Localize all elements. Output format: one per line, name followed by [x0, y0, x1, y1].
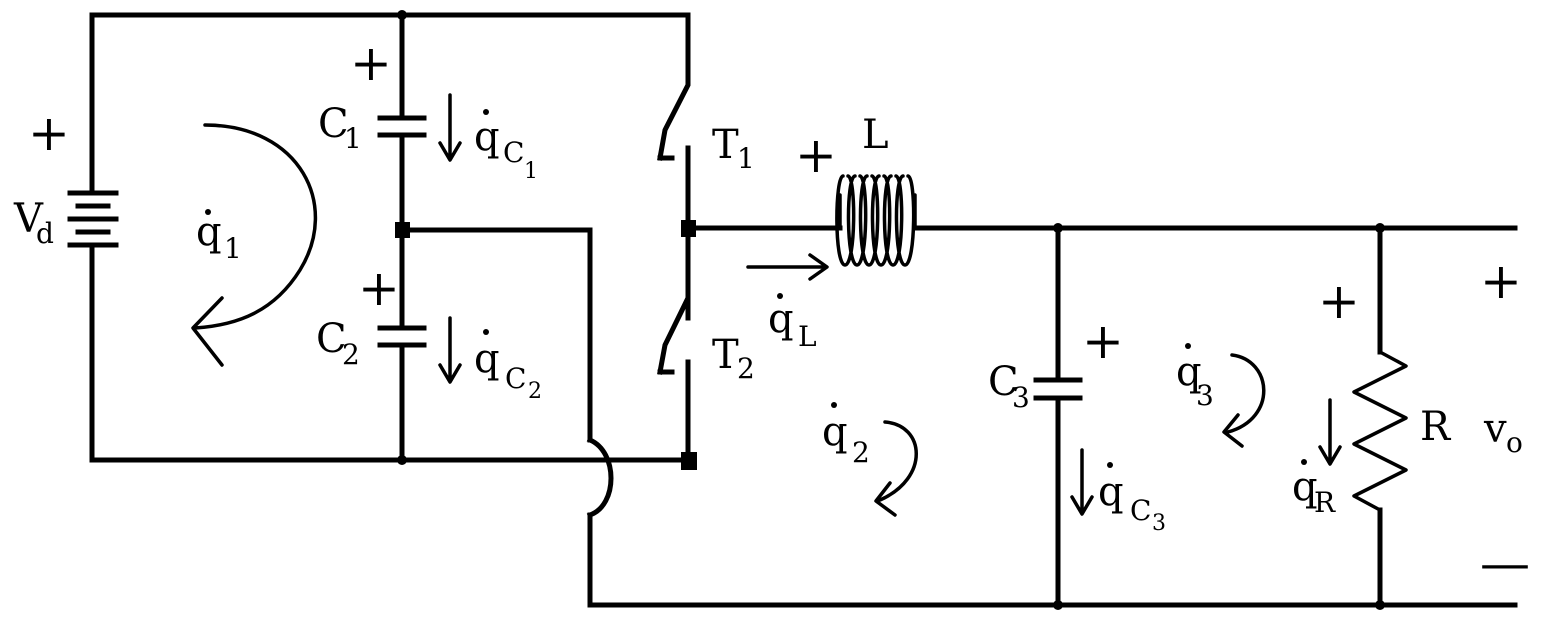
loop-q2-arrowhead	[874, 481, 897, 517]
wire-midpoint	[399, 227, 593, 443]
dot-accent	[777, 293, 783, 299]
capacitor-c1: + C 1 q C 1	[318, 34, 538, 184]
node-dot	[1375, 223, 1385, 233]
capacitor-plates	[377, 325, 427, 348]
c3-current-sub: C	[1130, 494, 1151, 527]
c3-plus-sign: +	[1082, 312, 1124, 370]
output-plus-sign: +	[1480, 252, 1522, 310]
resistor-plus-sign: +	[1318, 272, 1360, 330]
resistor-current-sub: R	[1314, 486, 1336, 519]
resistor-r: R + q R	[1292, 272, 1452, 519]
loop-q2-label: q	[822, 409, 848, 455]
capacitor-plates	[1033, 377, 1083, 401]
inductor-label: L	[862, 112, 889, 158]
dot-accent	[483, 329, 489, 335]
switch-t2-blade	[657, 233, 691, 375]
t1-label: T	[712, 122, 739, 168]
output-minus-sign: —	[1480, 534, 1530, 592]
voltage-source: + V d	[13, 104, 119, 250]
c1-plus-sign: +	[350, 34, 392, 92]
nodes	[395, 10, 1385, 610]
loop-q1-sub: 1	[224, 232, 242, 265]
inductor-plus-sign: +	[795, 126, 837, 184]
switch-t1-blade	[657, 42, 691, 161]
source-label: V	[13, 196, 44, 242]
c2-current-subsub: 2	[528, 379, 542, 404]
inductor-current-arrow	[746, 253, 829, 281]
resistor-current-arrow	[1318, 398, 1342, 466]
t2-label: T	[712, 332, 739, 378]
resistor-zigzag	[1352, 350, 1408, 512]
node-dot	[397, 10, 407, 20]
loop-q3-sub: 3	[1196, 379, 1214, 412]
c1-current-subsub: 1	[524, 159, 538, 184]
capacitor-c3: + C 3 q C 3	[988, 312, 1166, 536]
resistor-label: R	[1420, 404, 1452, 450]
battery-plates	[67, 190, 119, 248]
c3-label: C	[988, 359, 1019, 405]
t2-label-sub: 2	[737, 352, 755, 385]
loop-q2: q 2	[822, 402, 918, 517]
capacitor-plates	[377, 115, 427, 138]
loop-q1: q 1	[191, 123, 318, 367]
wires	[89, 12, 1518, 608]
c1-current-label: q	[474, 114, 500, 160]
dot-accent	[1185, 343, 1191, 349]
c3-current-label: q	[1098, 469, 1124, 515]
dot-accent	[1107, 462, 1113, 468]
loop-q3-arrowhead	[1222, 413, 1244, 448]
loop-q3: q 3	[1176, 343, 1266, 448]
wire-top-left	[89, 12, 691, 48]
loop-q2-arrow	[878, 420, 918, 502]
node-square	[681, 452, 697, 470]
capacitor-c2: + C 2 q C 2	[316, 259, 542, 404]
loop-q3-label: q	[1176, 349, 1202, 395]
c3-current-subsub: 3	[1152, 511, 1166, 536]
wire-crossover-hop	[586, 436, 614, 519]
source-label-sub: d	[36, 217, 54, 250]
node-dot	[1375, 600, 1385, 610]
node-square	[395, 222, 410, 238]
wire-bottom-return	[587, 512, 1518, 608]
resistor-current-label: q	[1292, 464, 1318, 510]
loop-q2-sub: 2	[852, 436, 870, 469]
c1-current-arrow	[438, 93, 462, 162]
node-dot	[1053, 223, 1063, 233]
output-label: v	[1483, 406, 1507, 452]
t1-label-sub: 1	[737, 142, 755, 175]
loop-q1-arrow	[193, 123, 318, 330]
loop-q1-arrowhead	[191, 296, 224, 367]
inductor-coil	[835, 174, 917, 267]
c2-current-arrow	[438, 316, 462, 384]
c2-label: C	[316, 316, 347, 362]
inductor-current-label: q	[768, 296, 794, 342]
c2-label-sub: 2	[342, 338, 360, 371]
node-dot	[1053, 600, 1063, 610]
dot-accent	[205, 209, 211, 215]
switch-t1: T 1	[657, 42, 755, 175]
node-dot	[397, 455, 407, 465]
c3-label-sub: 3	[1012, 381, 1030, 414]
c1-label: C	[318, 101, 349, 147]
c2-plus-sign: +	[358, 259, 400, 317]
node-square	[681, 220, 696, 237]
switch-t2: T 2	[657, 233, 755, 385]
dot-accent	[483, 109, 489, 115]
c2-current-label: q	[474, 336, 500, 382]
dot-accent	[831, 402, 837, 408]
c1-label-sub: 1	[344, 122, 362, 155]
inductor-current-sub: L	[798, 320, 817, 353]
inductor-l: L + q L	[746, 112, 917, 353]
output-label-sub: o	[1506, 426, 1523, 459]
source-plus-sign: +	[28, 104, 70, 162]
loop-q1-label: q	[196, 209, 222, 255]
loop-q3-arrow	[1226, 353, 1266, 434]
c2-current-sub: C	[505, 362, 526, 395]
c3-current-arrow	[1070, 448, 1094, 516]
dot-accent	[1301, 459, 1307, 465]
output-terminals: + v o —	[1480, 252, 1530, 592]
c1-current-sub: C	[503, 136, 524, 169]
